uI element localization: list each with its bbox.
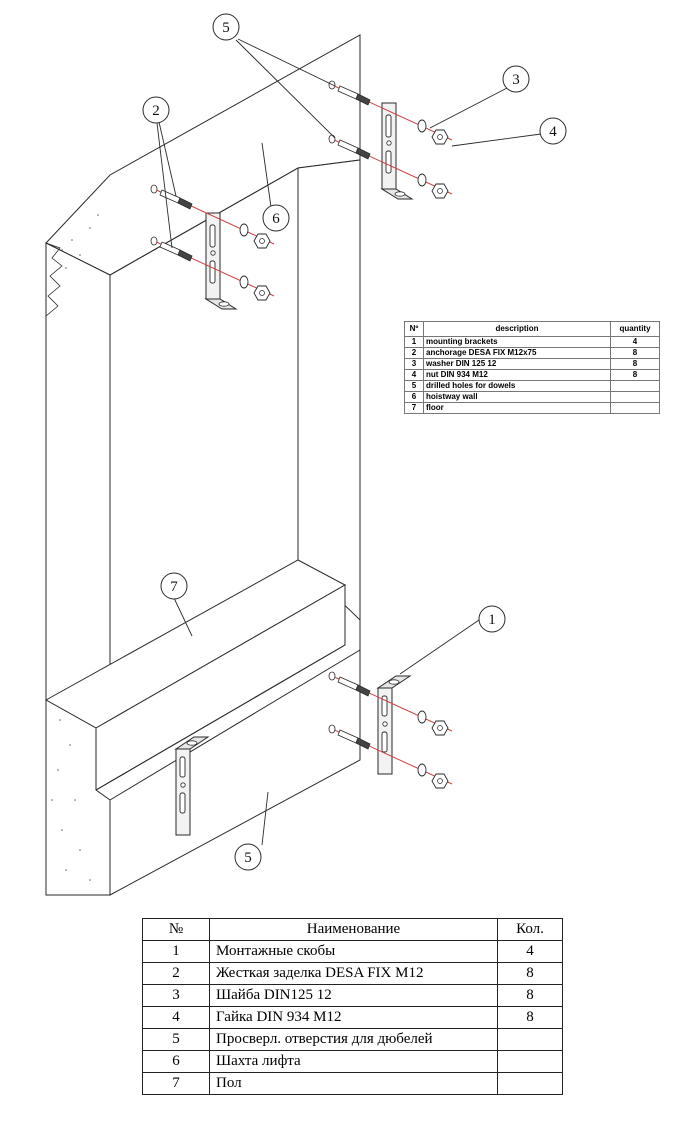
svg-text:1: 1 <box>488 612 496 628</box>
hoistway-back-wall <box>297 159 361 622</box>
callout-4: 4 <box>539 117 567 145</box>
legend-header-row: № Наименование Кол. <box>142 918 563 941</box>
row-quantity <box>610 391 660 403</box>
row-quantity: 4 <box>497 940 563 963</box>
lower-slab <box>109 649 361 896</box>
header-description: description <box>423 321 611 337</box>
header-description: Наименование <box>209 918 498 941</box>
row-description: Жесткая заделка DESA FIX M12 <box>209 962 498 985</box>
row-quantity <box>610 380 660 392</box>
row-quantity: 8 <box>497 1006 563 1029</box>
row-quantity: 8 <box>497 984 563 1007</box>
header-number: Nº <box>404 321 424 337</box>
svg-text:6: 6 <box>272 211 280 227</box>
row-number: 7 <box>142 1072 210 1095</box>
mounting-bracket <box>381 102 413 200</box>
callout-2: 2 <box>142 96 170 124</box>
row-description: Пол <box>209 1072 498 1095</box>
svg-text:5: 5 <box>244 850 252 866</box>
leader-lines <box>156 38 542 846</box>
row-description: Шайба DIN125 12 <box>209 984 498 1007</box>
callout-7: 7 <box>160 572 188 600</box>
callout-1: 1 <box>478 605 506 633</box>
svg-text:3: 3 <box>512 72 520 88</box>
installation-drawing: 5 2 3 4 6 7 1 5 <box>44 13 567 896</box>
row-quantity <box>497 1050 563 1073</box>
hoistway-wall-left-face <box>45 242 111 701</box>
row-quantity: 8 <box>610 347 660 359</box>
row-description: floor <box>423 402 611 414</box>
row-description: Монтажные скобы <box>209 940 498 963</box>
mounting-bracket <box>205 212 237 310</box>
mounting-bracket <box>377 675 411 775</box>
wall-jagged-edge <box>45 242 63 317</box>
svg-text:7: 7 <box>170 579 178 595</box>
row-quantity: 8 <box>497 962 563 985</box>
legend-header-row: Nº description quantity <box>404 321 660 337</box>
row-number: 5 <box>404 380 424 392</box>
row-description: hoistway wall <box>423 391 611 403</box>
row-number: 2 <box>142 962 210 985</box>
callout-5-top: 5 <box>212 13 240 41</box>
row-number: 3 <box>142 984 210 1007</box>
row-number: 2 <box>404 347 424 359</box>
row-description: drilled holes for dowels <box>423 380 611 392</box>
row-description: Шахта лифта <box>209 1050 498 1073</box>
row-quantity: 4 <box>610 336 660 348</box>
row-number: 6 <box>404 391 424 403</box>
row-description: nut DIN 934 M12 <box>423 369 611 381</box>
header-quantity: Кол. <box>497 918 563 941</box>
row-quantity <box>497 1028 563 1051</box>
header-quantity: quantity <box>610 321 660 337</box>
callout-5-bottom: 5 <box>234 843 262 871</box>
row-number: 4 <box>404 369 424 381</box>
row-number: 4 <box>142 1006 210 1029</box>
row-description: washer DIN 125 12 <box>423 358 611 370</box>
row-description: Гайка DIN 934 M12 <box>209 1006 498 1029</box>
row-description: anchorage DESA FIX M12x75 <box>423 347 611 359</box>
row-number: 6 <box>142 1050 210 1073</box>
concrete-texture <box>51 214 99 881</box>
row-description: mounting brackets <box>423 336 611 348</box>
row-number: 5 <box>142 1028 210 1051</box>
svg-text:5: 5 <box>222 20 230 36</box>
row-number: 1 <box>142 940 210 963</box>
svg-text:2: 2 <box>152 103 160 119</box>
row-quantity <box>497 1072 563 1095</box>
row-quantity <box>610 402 660 414</box>
header-number: № <box>142 918 210 941</box>
svg-text:4: 4 <box>549 124 557 140</box>
row-quantity: 8 <box>610 369 660 381</box>
row-number: 1 <box>404 336 424 348</box>
row-number: 3 <box>404 358 424 370</box>
row-number: 7 <box>404 402 424 414</box>
callout-3: 3 <box>502 65 530 93</box>
row-description: Просверл. отверстия для дюбелей <box>209 1028 498 1051</box>
row-quantity: 8 <box>610 358 660 370</box>
callout-6: 6 <box>262 204 290 232</box>
